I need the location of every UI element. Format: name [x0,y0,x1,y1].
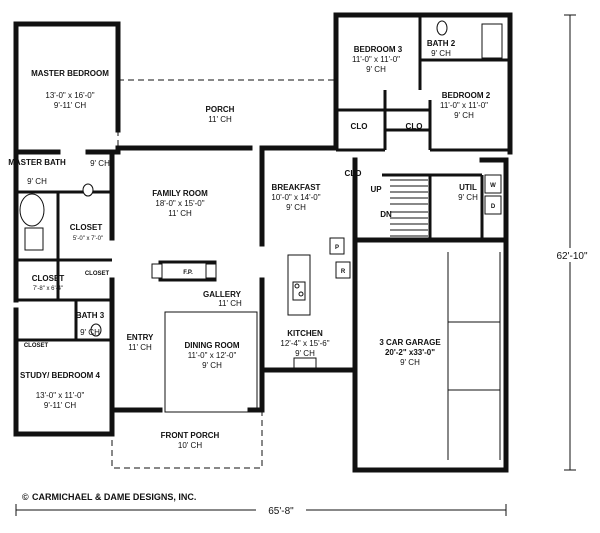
fireplace-label: F.P. [183,270,193,276]
svg-text:UTIL: UTIL [459,183,477,192]
svg-text:18'-0" x 15'-0": 18'-0" x 15'-0" [155,199,204,208]
svg-text:12'-4" x 15'-6": 12'-4" x 15'-6" [280,339,329,348]
washer [484,174,502,194]
width-dimension: 65'-8" [15,503,507,517]
room-master-bath: MASTER BATH 9' CH [8,158,66,186]
closet-label-c: CLO [345,169,362,178]
svg-text:10'-0" x 14'-0": 10'-0" x 14'-0" [271,193,320,202]
svg-text:11' CH: 11' CH [218,299,242,308]
svg-text:BATH 2: BATH 2 [427,39,456,48]
pantry-label: P [335,245,339,251]
hall-ceiling-height: 9' CH [90,159,110,168]
stair-down-label: DN [380,210,392,219]
svg-text:7'-8" x 6'-4": 7'-8" x 6'-4" [33,286,63,292]
room-bedroom-3: BEDROOM 3 11'-0" x 11'-0" 9' CH [352,45,403,74]
svg-text:5'-0" x 7'-0": 5'-0" x 7'-0" [73,236,103,242]
walls [13,12,513,473]
svg-text:9' CH: 9' CH [366,65,386,74]
copyright-credit: © CARMICHAEL & DAME DESIGNS, INC. [22,492,196,502]
svg-text:PORCH: PORCH [206,105,235,114]
svg-text:13'-0" x 16'-0": 13'-0" x 16'-0" [45,91,94,100]
svg-text:DINING ROOM: DINING ROOM [184,341,239,350]
svg-text:9' CH: 9' CH [454,111,474,120]
svg-text:BEDROOM 2: BEDROOM 2 [442,91,491,100]
svg-text:MASTER BEDROOM: MASTER BEDROOM [31,69,109,78]
svg-text:MASTER BATH: MASTER BATH [8,158,66,167]
svg-text:20'-2" x33'-0": 20'-2" x33'-0" [385,348,435,357]
fireplace [151,260,217,282]
svg-text:11' CH: 11' CH [168,209,192,218]
pantry [329,237,345,255]
room-bath-2: BATH 2 9' CH [427,39,456,58]
room-master-bedroom: MASTER BEDROOM 13'-0" x 16'-0" 9'-11' CH [31,69,109,110]
svg-text:11'-0" x 11'-0": 11'-0" x 11'-0" [352,55,400,64]
room-closet-2: CLOSET 7'-8" x 6'-4" [32,274,65,292]
porch-outlines [111,80,337,469]
svg-text:11' CH: 11' CH [128,343,152,352]
room-breakfast: BREAKFAST 10'-0" x 14'-0" 9' CH [271,183,320,212]
svg-text:KITCHEN: KITCHEN [287,329,323,338]
svg-text:13'-0" x 11'-0": 13'-0" x 11'-0" [36,391,85,400]
garage-doors [447,252,501,460]
dryer [484,195,502,215]
svg-text:11'-0" x 12'-0": 11'-0" x 12'-0" [188,351,237,360]
svg-text:9' CH: 9' CH [431,49,451,58]
svg-text:BEDROOM 3: BEDROOM 3 [354,45,403,54]
svg-text:GALLERY: GALLERY [203,290,242,299]
svg-text:62'-10": 62'-10" [556,251,587,262]
svg-text:65'-8": 65'-8" [268,506,294,517]
room-front-porch: FRONT PORCH 10' CH [161,431,220,450]
svg-text:9' CH: 9' CH [295,349,315,358]
svg-text:9'-11' CH: 9'-11' CH [44,401,76,410]
svg-text:9'-11' CH: 9'-11' CH [54,101,86,110]
room-util: UTIL 9' CH [458,183,478,202]
svg-text:9' CH: 9' CH [202,361,222,370]
depth-dimension: 62'-10" [548,14,596,471]
svg-text:FAMILY ROOM: FAMILY ROOM [152,189,208,198]
room-gallery: GALLERY 11' CH [203,290,242,308]
room-porch: PORCH 11' CH [206,105,235,124]
stairs [390,179,428,237]
kitchen-sink [293,357,317,369]
dryer-label: D [491,204,496,210]
svg-text:3 CAR GARAGE: 3 CAR GARAGE [379,338,441,347]
svg-text:CLOSET: CLOSET [32,274,65,283]
closet-label-a: CLO [351,122,368,131]
room-closet-1: CLOSET 5'-0" x 7'-0" [70,223,103,242]
refrigerator-label: R [341,269,346,275]
room-garage: 3 CAR GARAGE 20'-2" x33'-0" 9' CH [379,338,441,367]
room-dining: DINING ROOM 11'-0" x 12'-0" 9' CH [184,341,239,370]
room-closet-small-2: CLOSET [24,343,49,349]
svg-text:CARMICHAEL & DAME DESIGNS, INC: CARMICHAEL & DAME DESIGNS, INC. [32,492,196,502]
room-bedroom-2: BEDROOM 2 11'-0" x 11'-0" 9' CH [440,91,491,120]
kitchen-island [287,254,311,316]
closet-label-b: CLO [406,122,423,131]
stair-up-label: UP [370,185,382,194]
room-kitchen: KITCHEN 12'-4" x 15'-6" 9' CH [280,329,329,358]
svg-text:ENTRY: ENTRY [127,333,154,342]
svg-text:BATH 3: BATH 3 [76,311,105,320]
svg-text:9' CH: 9' CH [27,177,47,186]
svg-text:11'-0" x 11'-0": 11'-0" x 11'-0" [440,101,488,110]
room-entry: ENTRY 11' CH [127,333,154,352]
room-bath-3: BATH 3 9' CH [76,311,105,337]
svg-text:10' CH: 10' CH [178,441,202,450]
room-family-room: FAMILY ROOM 18'-0" x 15'-0" 11' CH [152,189,208,218]
svg-text:CLOSET: CLOSET [70,223,103,232]
svg-text:STUDY/ BEDROOM 4: STUDY/ BEDROOM 4 [20,371,101,380]
svg-text:9' CH: 9' CH [286,203,306,212]
washer-label: W [490,183,496,189]
room-study: STUDY/ BEDROOM 4 13'-0" x 11'-0" 9'-11' … [20,371,101,410]
room-closet-small-1: CLOSET [85,271,110,277]
bath-fixtures [19,20,503,337]
svg-text:11' CH: 11' CH [208,115,232,124]
svg-text:BREAKFAST: BREAKFAST [272,183,321,192]
svg-text:9' CH: 9' CH [80,328,100,337]
svg-text:9' CH: 9' CH [458,193,478,202]
svg-text:9' CH: 9' CH [400,358,420,367]
refrigerator [335,261,351,279]
svg-text:FRONT PORCH: FRONT PORCH [161,431,220,440]
svg-text:©: © [22,492,29,502]
